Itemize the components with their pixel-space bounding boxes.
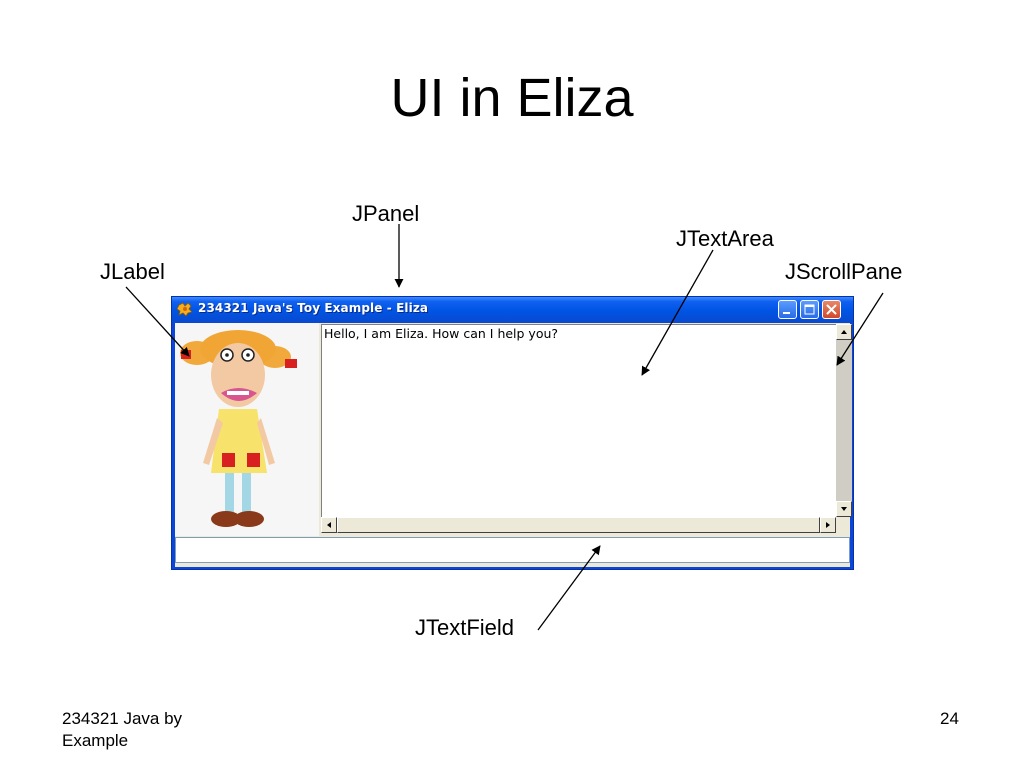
horizontal-scrollbar[interactable] xyxy=(321,517,836,533)
maximize-icon xyxy=(804,304,815,315)
eliza-window: 234321 Java's Toy Example - Eliza xyxy=(171,296,854,570)
arrow-down-icon xyxy=(841,507,847,511)
footer-course-line2: Example xyxy=(62,731,129,750)
arrow-right-icon xyxy=(826,522,830,528)
jpanel: Hello, I am Eliza. How can I help you? xyxy=(175,323,852,567)
callout-jtextarea: JTextArea xyxy=(676,226,774,251)
jtextfield[interactable] xyxy=(175,537,850,563)
arrow-left-icon xyxy=(327,522,331,528)
callout-jtextfield: JTextField xyxy=(415,615,515,640)
scroll-left-button[interactable] xyxy=(321,517,337,533)
minimize-icon xyxy=(783,312,790,314)
scroll-down-button[interactable] xyxy=(836,501,852,517)
jlabel-image xyxy=(175,323,319,536)
window-title: 234321 Java's Toy Example - Eliza xyxy=(198,301,429,315)
close-icon xyxy=(826,304,837,315)
page-number: 24 xyxy=(940,709,959,728)
vertical-scrollbar[interactable] xyxy=(836,324,852,517)
doll-image xyxy=(175,323,319,536)
maximize-button[interactable] xyxy=(800,300,819,319)
footer-course-line1: 234321 Java by xyxy=(62,709,183,728)
arrow-up-icon xyxy=(841,330,847,334)
title-bar[interactable]: 234321 Java's Toy Example - Eliza xyxy=(172,297,853,323)
callout-jlabel: JLabel xyxy=(100,259,165,284)
callout-jpanel: JPanel xyxy=(352,201,420,226)
java-cup-icon xyxy=(177,302,193,317)
footer-course: 234321 Java by Example xyxy=(62,708,242,752)
horizontal-scroll-thumb[interactable] xyxy=(337,517,820,533)
minimize-button[interactable] xyxy=(778,300,797,319)
close-button[interactable] xyxy=(822,300,841,319)
jtextarea[interactable]: Hello, I am Eliza. How can I help you? xyxy=(321,324,836,517)
scroll-right-button[interactable] xyxy=(820,517,836,533)
slide-title: UI in Eliza xyxy=(390,68,634,128)
callout-jscrollpane: JScrollPane xyxy=(785,259,903,284)
scroll-up-button[interactable] xyxy=(836,324,852,340)
